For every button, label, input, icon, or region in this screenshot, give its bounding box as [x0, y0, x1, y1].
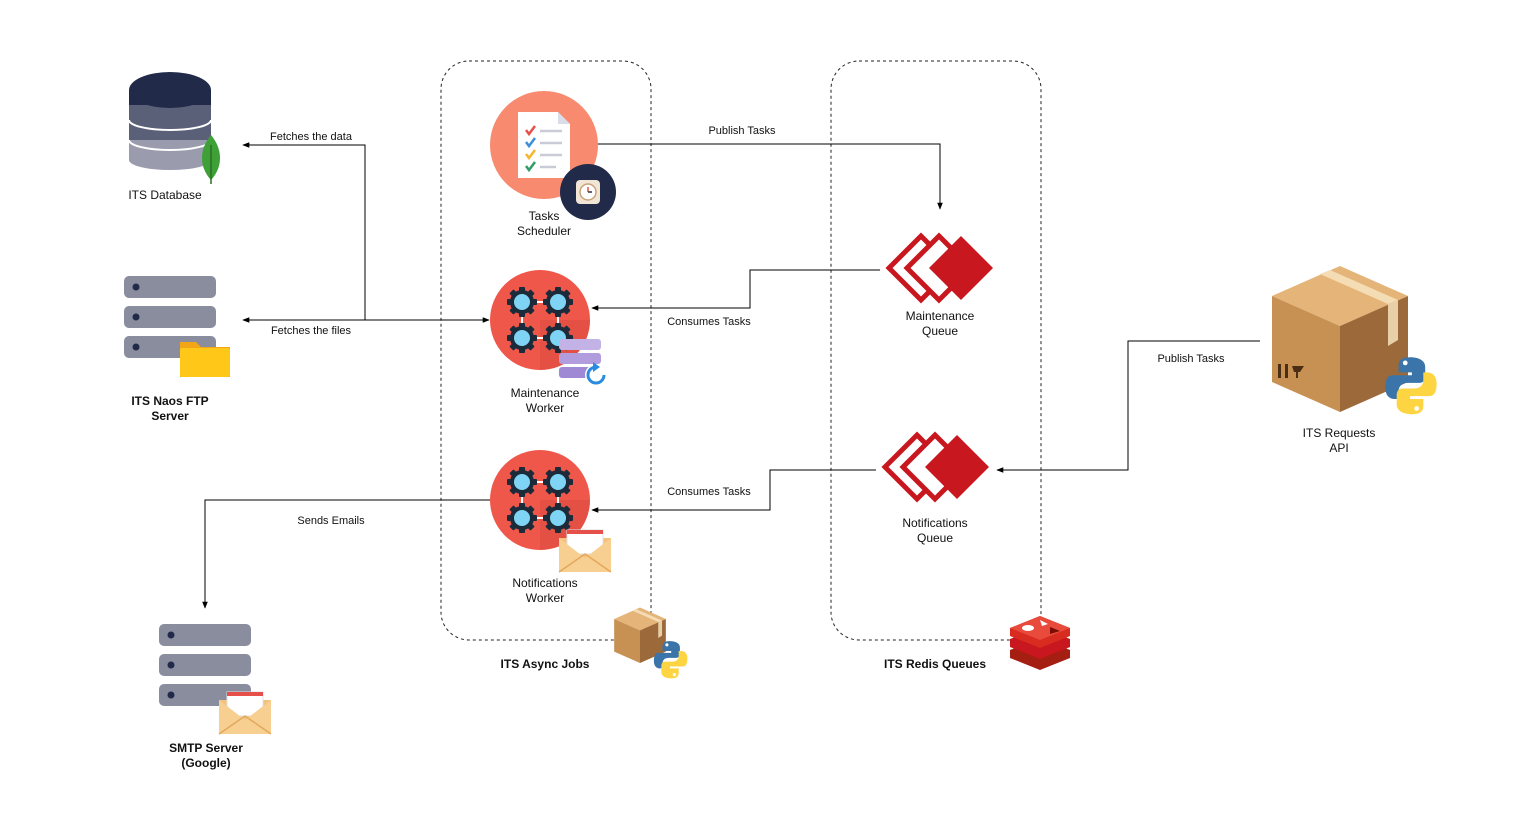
edge-label-publish-scheduler: Publish Tasks	[708, 125, 776, 137]
folder-icon	[180, 342, 230, 377]
edge-consume-maint	[591, 269, 880, 311]
mongodb-leaf-icon	[201, 135, 221, 184]
python-package-icon	[614, 607, 688, 679]
edge-label-fetch-files: Fetches the files	[270, 325, 352, 337]
requests-api-package-icon	[1272, 266, 1437, 415]
redis-logo-icon	[1010, 616, 1070, 670]
edge-publish-api	[996, 340, 1260, 473]
envelope-icon	[218, 691, 272, 735]
edge-label-consume-maint: Consumes Tasks	[667, 316, 751, 328]
edge-label-fetch-data: Fetches the data	[270, 131, 352, 143]
notification-envelope-icon	[558, 529, 612, 573]
edge-consume-notif	[591, 469, 876, 513]
edge-label-consume-notif: Consumes Tasks	[667, 486, 751, 498]
group-async-jobs	[440, 60, 652, 641]
database-icon	[128, 72, 212, 170]
edge-label-publish-api: Publish Tasks	[1157, 353, 1225, 365]
smtp-label: SMTP Server(Google)	[169, 741, 243, 770]
clock-icon	[560, 164, 616, 220]
storage-sync-icon	[559, 339, 607, 386]
notifications-queue-icon	[885, 435, 989, 499]
edge-fetch-data	[242, 142, 366, 320]
db-label: ITS Database	[128, 188, 202, 202]
edge-publish-scheduler	[597, 143, 943, 210]
notifications-worker-icon	[490, 450, 590, 550]
group-redis-queues	[830, 60, 1042, 641]
edge-label-send-emails: Sends Emails	[297, 515, 365, 527]
redis-queues-title: ITS Redis Queues	[883, 657, 987, 671]
maintenance-queue-icon	[889, 236, 993, 300]
edge-send-emails	[202, 499, 490, 609]
ftp-server-icon	[124, 276, 216, 358]
async-jobs-title: ITS Async Jobs	[500, 657, 590, 671]
